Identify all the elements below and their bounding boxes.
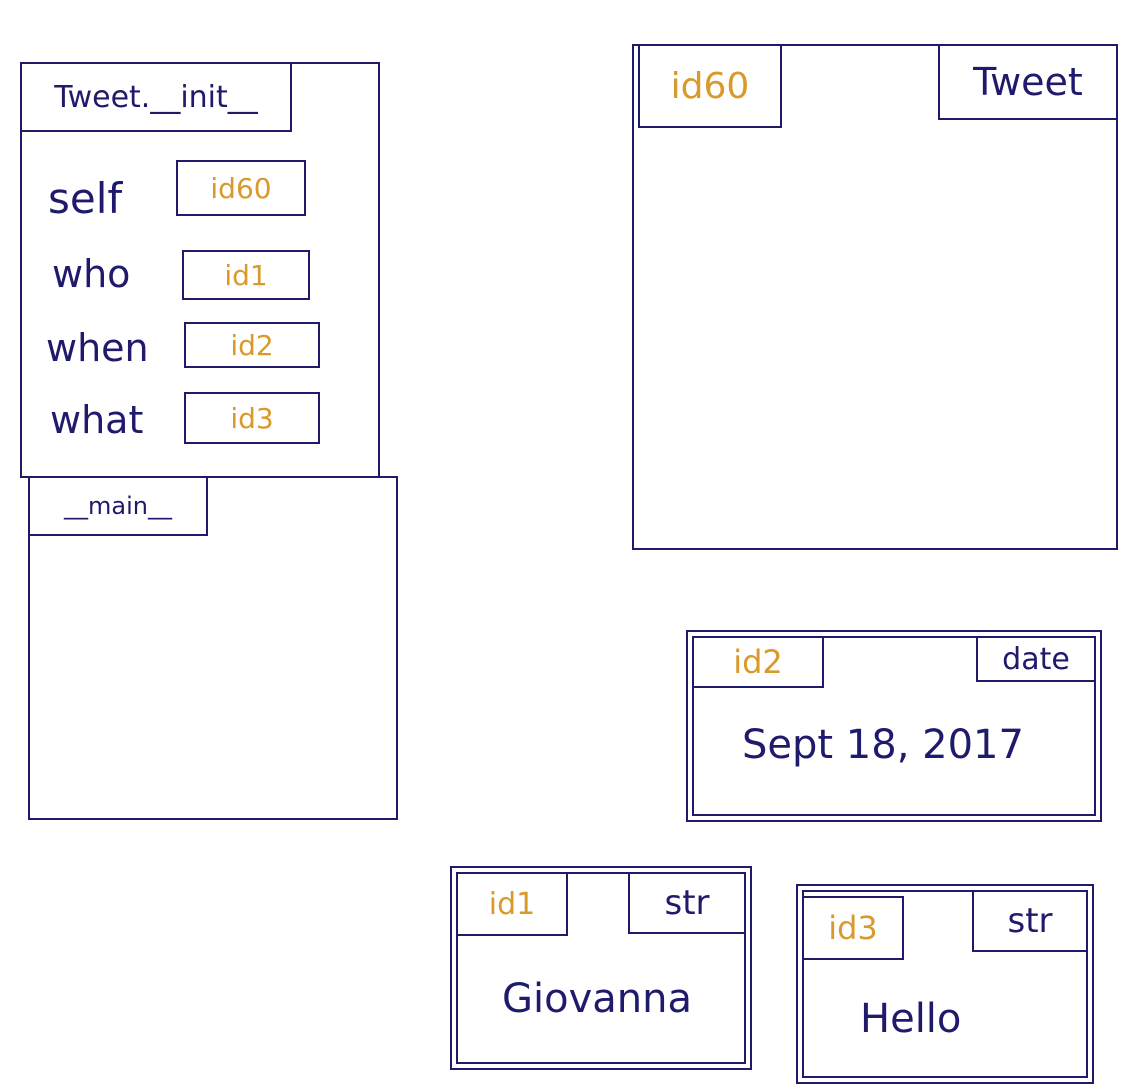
var-who-ref: id1 [182, 250, 310, 300]
var-self-ref: id60 [176, 160, 306, 216]
init-frame-title: Tweet.__init__ [20, 62, 292, 132]
str-object-id1: id1 str Giovanna [450, 866, 752, 1070]
main-frame: __main__ [28, 476, 398, 820]
str-object-id1-value: Giovanna [502, 976, 692, 1022]
var-when: when [46, 326, 149, 370]
date-object-type: date [976, 636, 1096, 682]
var-when-ref: id2 [184, 322, 320, 368]
main-frame-title-text: __main__ [64, 492, 172, 520]
str-object-id3-value: Hello [860, 996, 962, 1042]
init-frame-title-text: Tweet.__init__ [54, 79, 258, 115]
tweet-object-id: id60 [638, 44, 782, 128]
var-what-ref: id3 [184, 392, 320, 444]
str-object-id3-type: str [972, 890, 1088, 952]
str-object-id3: id3 str Hello [796, 884, 1094, 1084]
init-frame: Tweet.__init__ self id60 who id1 when id… [20, 62, 380, 478]
str-object-id1-type: str [628, 872, 746, 934]
main-frame-title: __main__ [28, 476, 208, 536]
str-object-id3-id: id3 [802, 896, 904, 960]
tweet-object: id60 Tweet [632, 44, 1118, 550]
date-object-id: id2 [692, 636, 824, 688]
var-who: who [52, 252, 131, 296]
date-object: id2 date Sept 18, 2017 [686, 630, 1102, 822]
var-what: what [50, 398, 144, 442]
date-object-value: Sept 18, 2017 [742, 722, 1024, 768]
var-self: self [48, 174, 123, 223]
str-object-id1-id: id1 [456, 872, 568, 936]
tweet-object-type: Tweet [938, 44, 1118, 120]
